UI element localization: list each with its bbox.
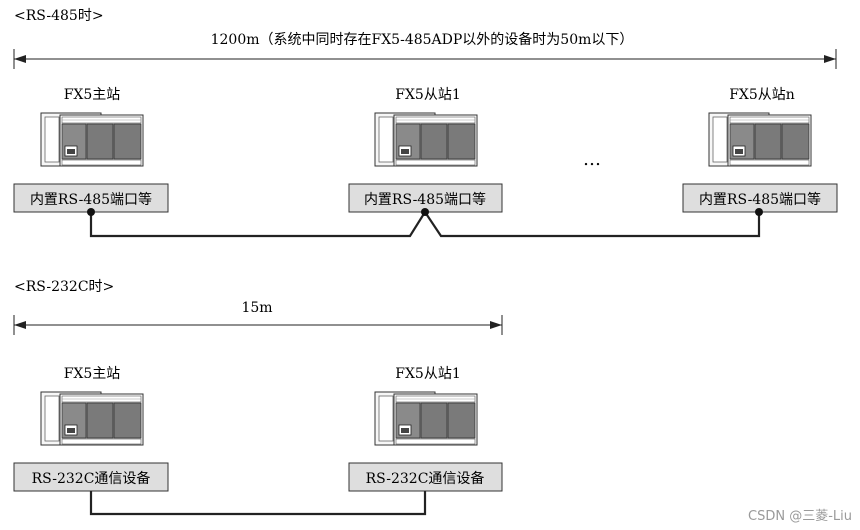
rs485-master-port-label: 内置RS-485端口等 — [30, 191, 152, 208]
rs232c-cable — [89, 491, 427, 516]
rs232c-title: <RS-232C时> — [14, 279, 114, 295]
watermark: CSDN @三菱-Liu — [748, 509, 852, 524]
rs232c-distance-label: 15m — [241, 300, 272, 316]
rs232c-slave1-port-box — [348, 462, 503, 492]
rs485-slaven-label: FX5从站n — [729, 87, 795, 103]
rs485-dimension-line — [13, 49, 837, 69]
rs485-slave1-label: FX5从站1 — [395, 87, 461, 103]
rs485-slave1-plc — [374, 112, 478, 167]
rs232c-master-port-label: RS-232C通信设备 — [32, 470, 151, 487]
rs232c-slave1-plc — [374, 391, 478, 446]
rs485-title: <RS-485时> — [14, 8, 104, 24]
rs232c-dimension-line — [13, 315, 503, 335]
rs485-slaven-port-box — [682, 183, 838, 213]
rs232c-master-label: FX5主站 — [64, 366, 121, 382]
rs485-ellipsis: … — [583, 149, 601, 170]
rs232c-slave1-label: FX5从站1 — [395, 366, 461, 382]
rs485-master-label: FX5主站 — [64, 87, 121, 103]
rs232c-master-plc — [40, 391, 144, 446]
rs485-distance-label: 1200m（系统中同时存在FX5-485ADP以外的设备时为50m以下） — [211, 31, 634, 48]
rs485-slaven-plc — [708, 112, 812, 167]
rs485-master-plc — [40, 112, 144, 167]
rs485-master-port-box — [13, 183, 169, 213]
rs232c-slave1-port-label: RS-232C通信设备 — [366, 470, 485, 487]
rs485-slave1-port-label: 内置RS-485端口等 — [364, 191, 486, 208]
rs232c-master-port-box — [13, 462, 169, 492]
rs485-bus-cable — [87, 208, 763, 238]
rs485-slaven-port-label: 内置RS-485端口等 — [699, 191, 821, 208]
rs485-slave1-port-box — [348, 183, 503, 213]
